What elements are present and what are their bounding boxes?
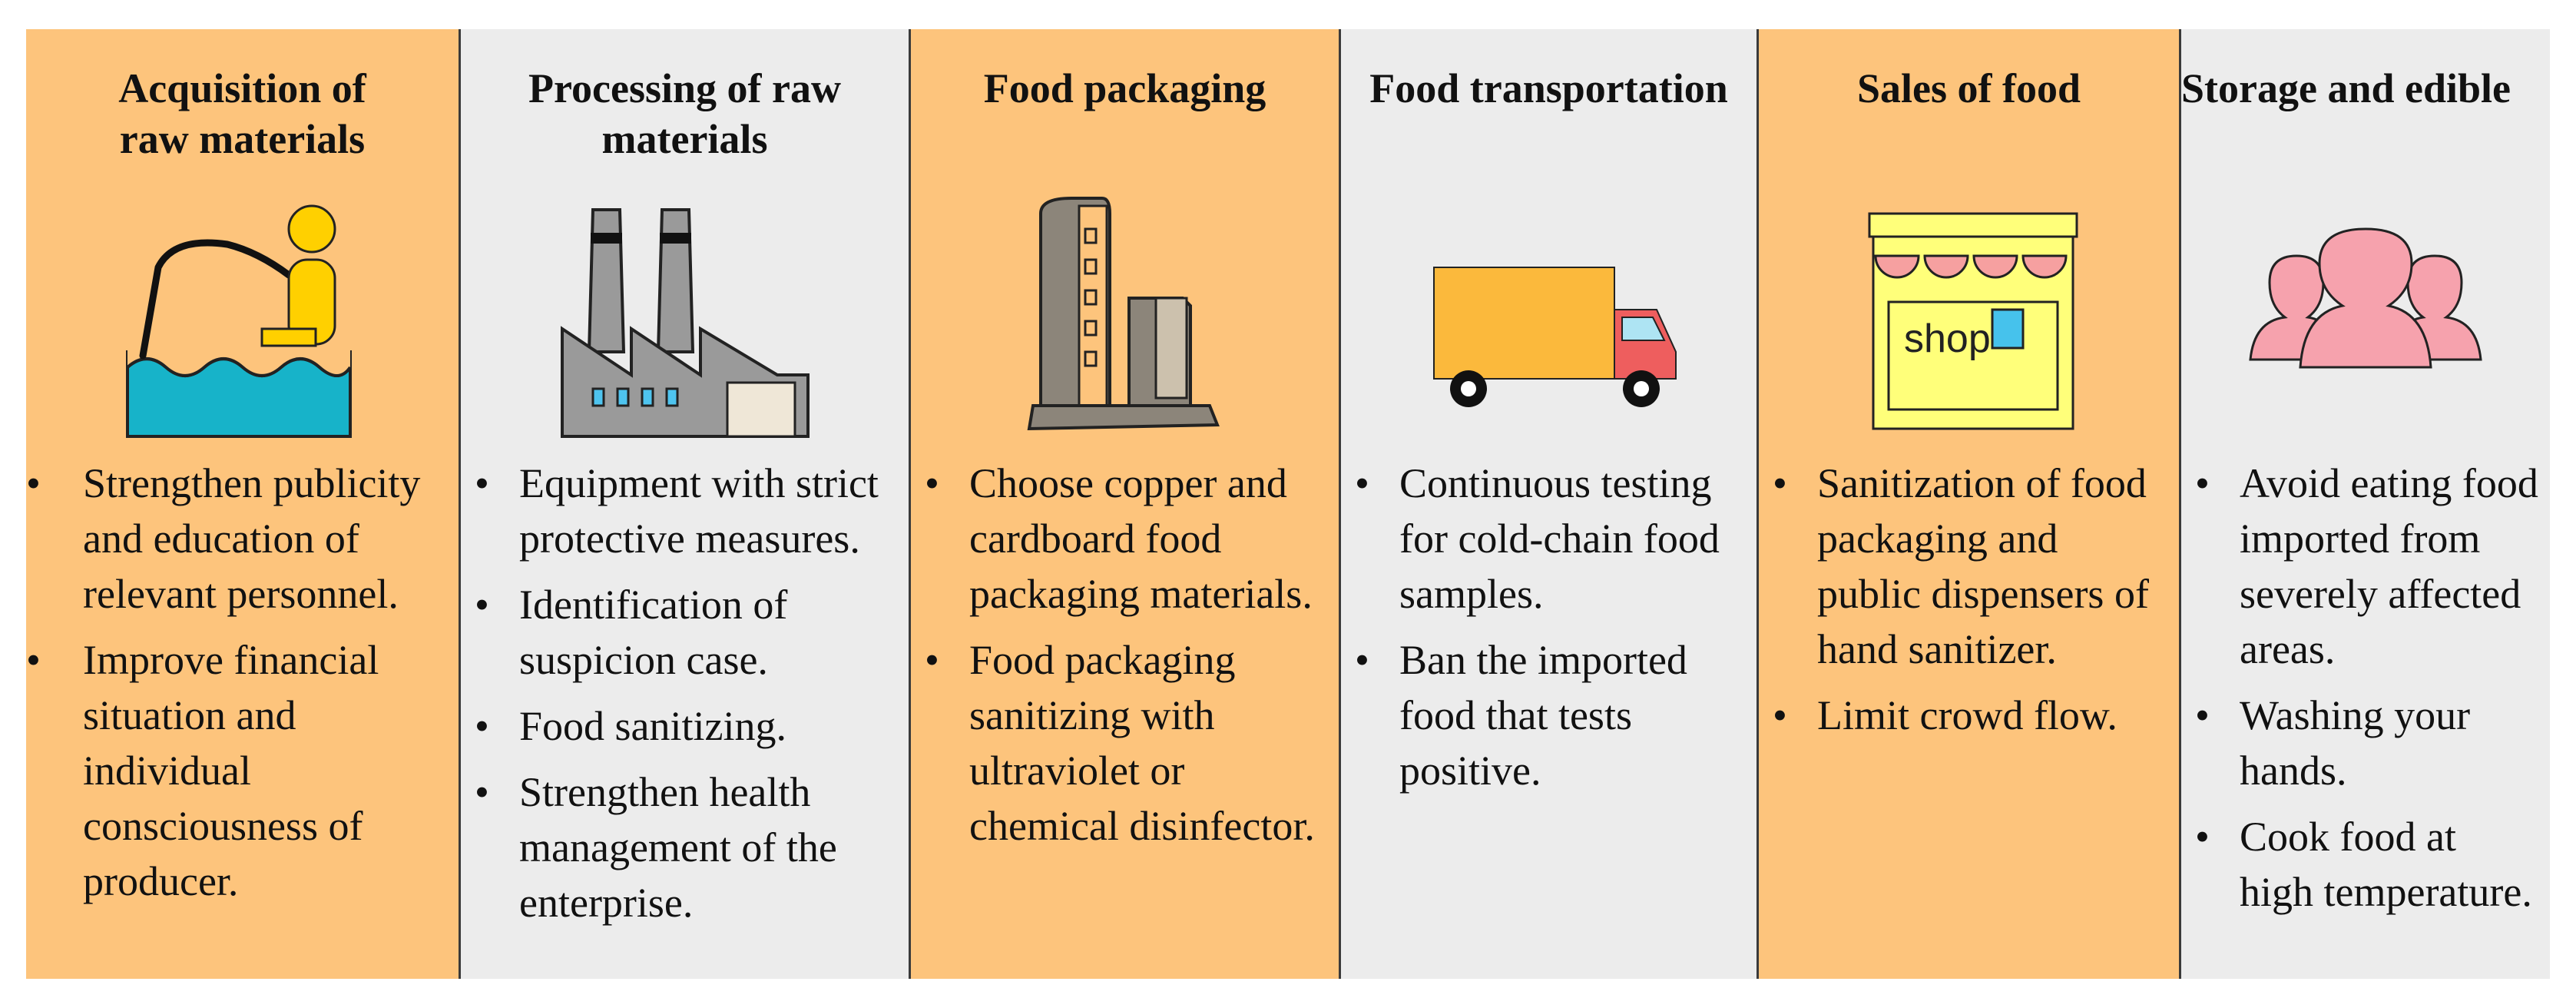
measure-item: Choose copper and cardboard food packagi… <box>911 456 1339 622</box>
stage-measures-list: Continuous testing for cold-chain food s… <box>1341 456 1757 809</box>
stage-sales-panel: Sales of food shop Sanitization of food … <box>1757 29 2179 979</box>
measure-item: Washing your hands. <box>2181 688 2550 798</box>
measure-item: Cook food at high temperature. <box>2181 809 2550 920</box>
stage-title: Acquisition of raw materials <box>118 65 366 162</box>
measure-item: Continuous testing for cold-chain food s… <box>1341 456 1757 622</box>
measure-item: Improve financial situation and individu… <box>26 632 459 909</box>
shop-icon: shop <box>1831 183 2107 444</box>
stage-measures-list: Equipment with strict protective measure… <box>461 456 909 941</box>
packaging-plant-icon <box>987 183 1263 444</box>
measure-item: Food packaging sanitizing with ultraviol… <box>911 632 1339 854</box>
shop-sign-label: shop <box>1904 317 1991 361</box>
truck-icon <box>1411 183 1687 444</box>
measure-item: Strengthen health management of the ente… <box>461 764 909 930</box>
stage-measures-list: Choose copper and cardboard food packagi… <box>911 456 1339 864</box>
stage-processing-panel: Processing of raw materials Equipment wi… <box>459 29 909 979</box>
food-safety-diagram: Acquisition of raw materials Strengthen … <box>26 29 2550 979</box>
stage-title: Processing of raw materials <box>528 65 841 162</box>
stage-acquisition-panel: Acquisition of raw materials Strengthen … <box>26 29 459 979</box>
stage-measures-list: Avoid eating food imported from severely… <box>2181 456 2550 930</box>
stage-packaging-panel: Food packaging Choose copper and cardboa… <box>909 29 1339 979</box>
factory-icon <box>547 183 823 444</box>
stage-title: Food transportation <box>1369 65 1728 111</box>
stage-measures-list: Sanitization of food packaging and publi… <box>1759 456 2179 754</box>
measure-item: Sanitization of food packaging and publi… <box>1759 456 2179 677</box>
stage-measures-list: Strengthen publicity and education of re… <box>26 456 459 920</box>
measure-item: Equipment with strict protective measure… <box>461 456 909 566</box>
stage-title: Sales of food <box>1856 65 2081 111</box>
measure-item: Identification of suspicion case. <box>461 577 909 688</box>
measure-item: Strengthen publicity and education of re… <box>26 456 459 622</box>
people-group-icon <box>2227 183 2504 444</box>
fishing-person-icon <box>104 183 381 444</box>
stage-title: Food packaging <box>983 65 1266 111</box>
stage-title: Storage and edible <box>2181 65 2511 111</box>
measure-item: Limit crowd flow. <box>1759 688 2179 743</box>
measure-item: Food sanitizing. <box>461 698 909 754</box>
measure-item: Ban the imported food that tests positiv… <box>1341 632 1757 798</box>
stage-storage-panel: Storage and edible Avoid eating food imp… <box>2179 29 2550 979</box>
measure-item: Avoid eating food imported from severely… <box>2181 456 2550 677</box>
stage-transportation-panel: Food transportation Continuous testing f… <box>1339 29 1757 979</box>
